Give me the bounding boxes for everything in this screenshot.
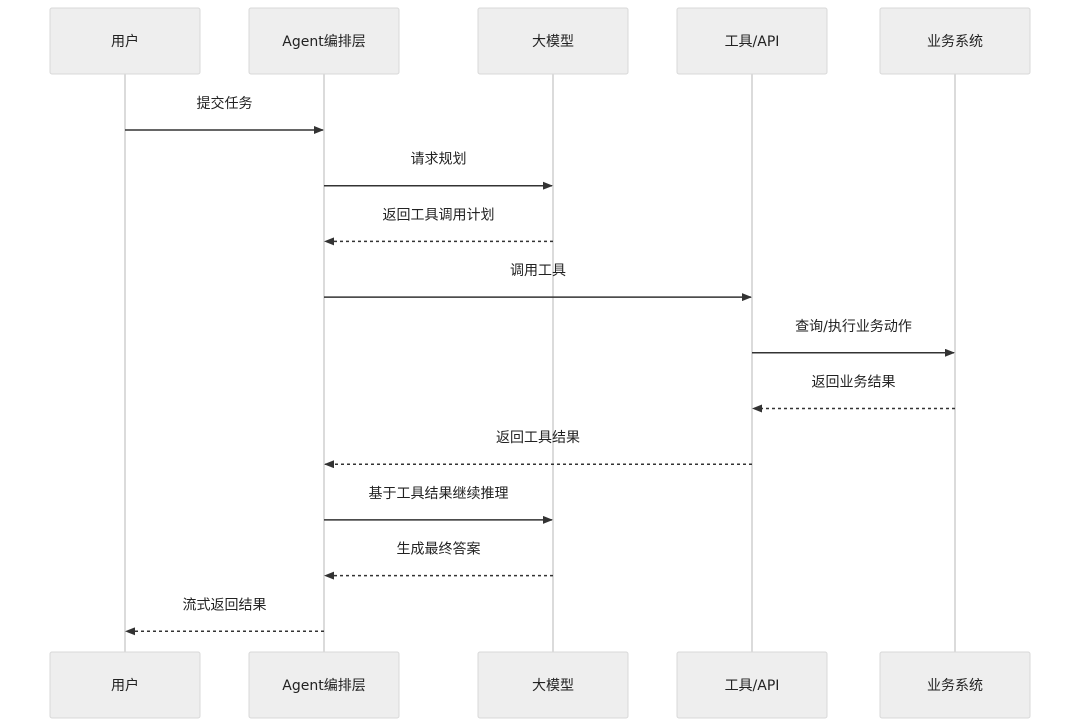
message-label: 基于工具结果继续推理 [369, 485, 509, 502]
actor-box [676, 7, 828, 75]
message-3: 返回工具调用计划 [324, 207, 553, 246]
actor-label: Agent编排层 [282, 678, 365, 694]
message-label: 提交任务 [197, 95, 253, 112]
lifelines [124, 74, 956, 652]
actor-label: Agent编排层 [282, 34, 365, 50]
message-6: 返回业务结果 [752, 375, 955, 413]
message-1: 提交任务 [125, 95, 324, 134]
message-label: 查询/执行业务动作 [795, 319, 912, 335]
actor-box [676, 651, 828, 719]
message-label: 流式返回结果 [183, 597, 267, 613]
message-label: 请求规划 [411, 152, 467, 168]
actor-box [49, 651, 201, 719]
actor-label: 用户 [111, 677, 139, 694]
message-label: 返回业务结果 [812, 375, 896, 391]
message-5: 查询/执行业务动作 [752, 319, 955, 357]
actor-top-tools: 工具/API [676, 7, 828, 75]
message-10: 流式返回结果 [125, 597, 324, 636]
message-9: 生成最终答案 [324, 541, 553, 580]
message-label: 调用工具 [510, 263, 566, 279]
actor-top-user: 用户 [49, 7, 201, 75]
actor-box [49, 7, 201, 75]
actor-box [879, 7, 1031, 75]
messages: 提交任务请求规划返回工具调用计划调用工具查询/执行业务动作返回业务结果返回工具结… [125, 95, 955, 636]
actor-bottom-biz: 业务系统 [879, 651, 1031, 719]
actor-bottom-llm: 大模型 [477, 651, 629, 719]
message-label: 生成最终答案 [397, 541, 481, 558]
actor-bottom-user: 用户 [49, 651, 201, 719]
actor-label: 工具/API [725, 34, 780, 50]
actor-label: 业务系统 [927, 678, 983, 694]
actor-label: 大模型 [532, 34, 574, 50]
actor-top-biz: 业务系统 [879, 7, 1031, 75]
actor-label: 用户 [111, 33, 139, 50]
actor-label: 业务系统 [927, 34, 983, 50]
message-label: 返回工具结果 [496, 430, 580, 446]
actor-box [248, 7, 400, 75]
message-7: 返回工具结果 [324, 430, 752, 469]
actor-bottom-tools: 工具/API [676, 651, 828, 719]
actor-box [879, 651, 1031, 719]
actor-box [477, 7, 629, 75]
actor-box [477, 651, 629, 719]
actor-bottom-agent: Agent编排层 [248, 651, 400, 719]
message-8: 基于工具结果继续推理 [324, 485, 553, 524]
actor-top-agent: Agent编排层 [248, 7, 400, 75]
message-4: 调用工具 [324, 263, 752, 302]
actor-box [248, 651, 400, 719]
actor-top-llm: 大模型 [477, 7, 629, 75]
message-label: 返回工具调用计划 [383, 207, 495, 223]
actor-label: 工具/API [725, 678, 780, 694]
message-2: 请求规划 [324, 152, 553, 190]
actor-label: 大模型 [532, 678, 574, 694]
